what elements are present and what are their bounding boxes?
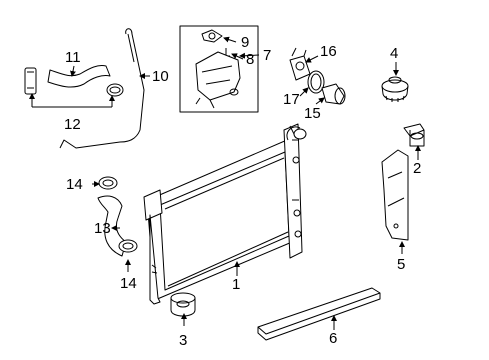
callout-4: 4	[390, 45, 399, 62]
callout-10: 10	[152, 68, 169, 85]
radiator-illustration	[143, 123, 307, 305]
clip-illustration	[403, 123, 425, 147]
callout-17: 17	[283, 91, 300, 108]
callout-2: 2	[413, 160, 422, 177]
upper-hose-illustration	[24, 65, 124, 97]
radiator-cap-illustration	[381, 76, 409, 102]
callout-12: 12	[64, 116, 81, 133]
coolant-reservoir-illustration	[179, 25, 259, 113]
callout-14-upper: 14	[66, 176, 83, 193]
overflow-tube-illustration	[59, 28, 145, 149]
callout-13: 13	[94, 220, 111, 237]
callout-7: 7	[263, 47, 272, 64]
callout-14-lower: 14	[120, 275, 137, 292]
callout-1: 1	[232, 276, 241, 293]
callout-3: 3	[179, 332, 188, 349]
callout-11: 11	[65, 49, 81, 66]
callout-8: 8	[246, 51, 255, 68]
baffle-illustration	[257, 287, 381, 341]
side-bracket-illustration	[381, 149, 409, 241]
mount-insulator-illustration	[170, 292, 196, 317]
leader-lines	[29, 36, 421, 330]
thermostat-illustration	[289, 47, 346, 105]
lower-hose-illustration	[97, 176, 138, 257]
callout-16: 16	[320, 43, 337, 60]
callout-6: 6	[329, 330, 338, 347]
callout-9: 9	[241, 34, 250, 51]
callout-5: 5	[397, 256, 406, 273]
callout-15: 15	[304, 105, 321, 122]
